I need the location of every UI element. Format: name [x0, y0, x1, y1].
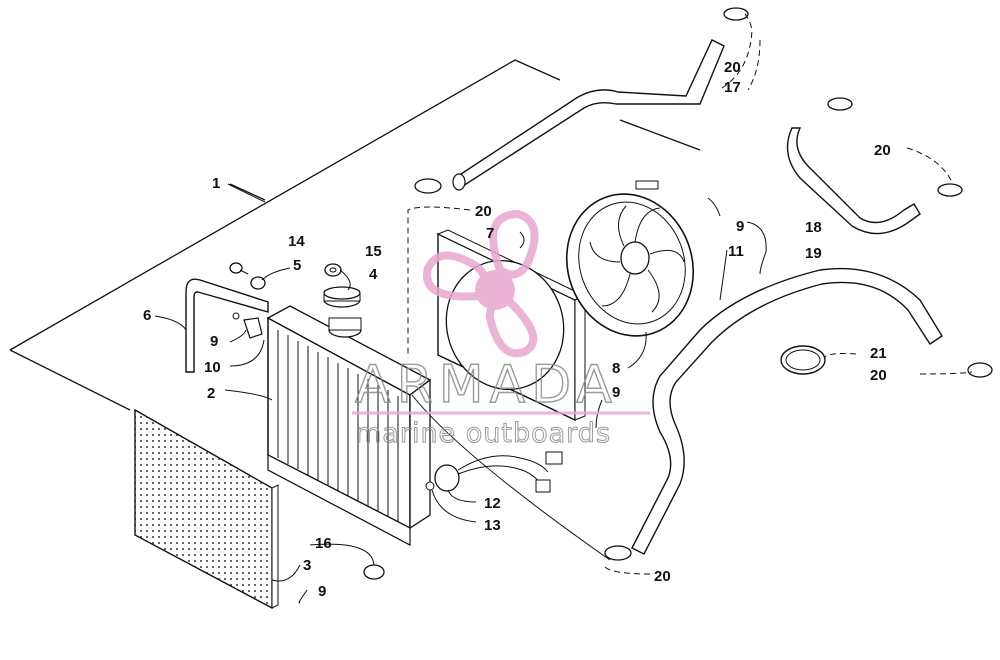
callout-labels: 1 2 3 4 5 6 7 8 9 9 9 9 10 11 12 13 14 1…	[143, 59, 891, 600]
watermark-brand: ARMADA	[355, 355, 618, 415]
callout-14: 14	[288, 233, 305, 250]
callout-1: 1	[212, 175, 220, 192]
radiator-cap	[323, 286, 361, 308]
callout-16: 16	[315, 535, 332, 552]
callout-20-right-lower: 20	[870, 367, 887, 384]
hose-clamp-top	[723, 7, 749, 21]
watermark-logo: ARMADA marine outboards	[352, 209, 650, 450]
callout-9-screen: 9	[318, 583, 326, 600]
callout-20-right-upper: 20	[874, 142, 891, 159]
bypass-hose	[786, 127, 921, 235]
callout-6: 6	[143, 307, 151, 324]
leader-lines	[154, 13, 973, 604]
radiator-screen	[134, 408, 279, 610]
radiator	[266, 305, 432, 546]
callout-20-mid: 20	[475, 203, 492, 220]
callout-12: 12	[484, 495, 501, 512]
bolt	[229, 262, 249, 275]
callout-21: 21	[870, 345, 887, 362]
callout-9-shroud: 9	[612, 384, 620, 401]
callout-8: 8	[612, 360, 620, 377]
callout-11: 11	[728, 243, 744, 260]
callout-17: 17	[724, 79, 741, 96]
drain-plug	[363, 564, 385, 580]
propeller-icon	[423, 209, 539, 358]
lower-hose	[631, 267, 943, 555]
upper-hose	[452, 39, 725, 191]
cooling-fan	[565, 180, 695, 337]
mount-clip	[232, 312, 263, 339]
nut	[324, 263, 342, 277]
grommet	[250, 276, 266, 290]
callout-15: 15	[365, 243, 382, 260]
callout-3: 3	[303, 557, 311, 574]
callout-20-top: 20	[724, 59, 741, 76]
hose-clamp-bottom	[604, 545, 632, 561]
clamp-band	[780, 345, 826, 375]
callout-13: 13	[484, 517, 501, 534]
callout-9-fan: 9	[736, 218, 744, 235]
watermark-tagline: marine outboards	[355, 418, 611, 449]
callout-19: 19	[805, 245, 822, 262]
callout-20-bottom: 20	[654, 568, 671, 585]
callout-18: 18	[805, 219, 822, 236]
callout-10: 10	[204, 359, 221, 376]
temperature-switch	[425, 451, 563, 493]
callout-9-clip: 9	[210, 333, 218, 350]
callout-5: 5	[293, 257, 301, 274]
callout-7: 7	[486, 225, 494, 242]
hose-clamp-right-upper	[827, 97, 963, 197]
assembly-bracket	[9, 59, 701, 411]
fan-shroud	[436, 229, 587, 422]
callout-2: 2	[207, 385, 215, 402]
hose-clamp-mid	[414, 178, 442, 194]
overflow-hose	[185, 278, 269, 373]
callout-4: 4	[369, 266, 378, 283]
hose-clamp-right-lower	[967, 362, 993, 378]
